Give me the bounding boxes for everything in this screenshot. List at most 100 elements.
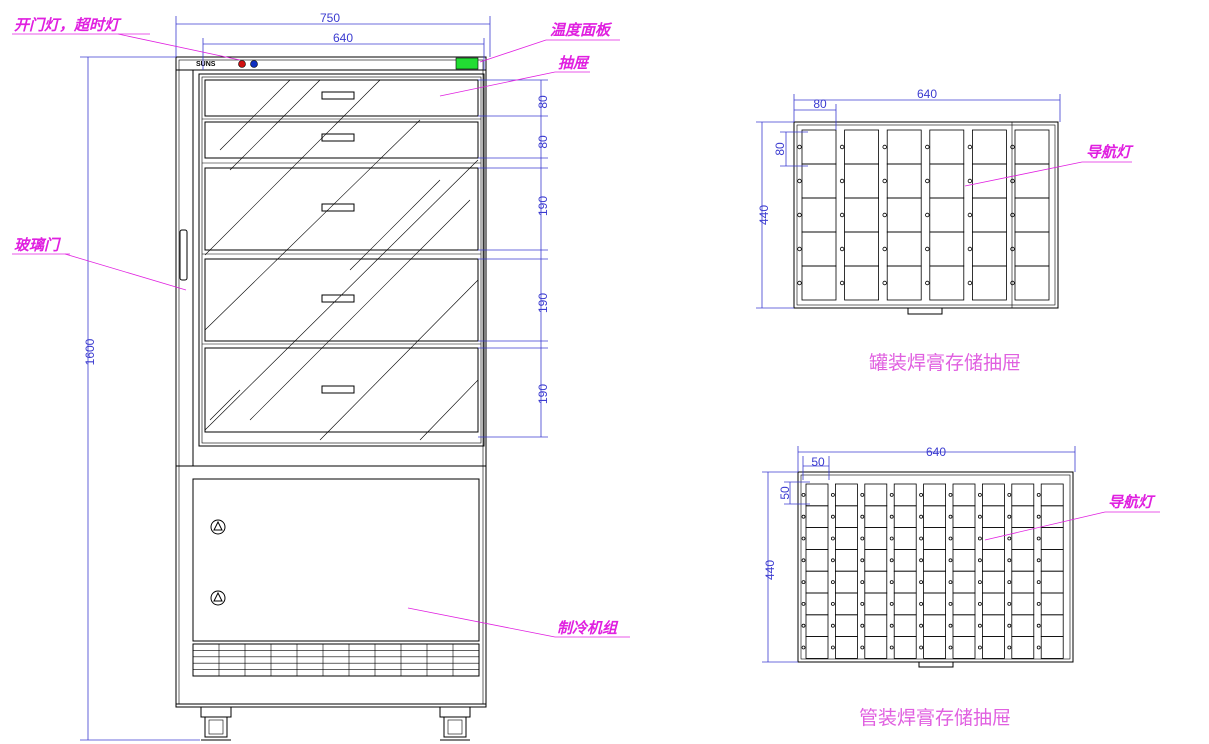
nav-light-icon [882,246,887,252]
tube-slot [864,636,888,659]
drawer-handle [321,385,355,394]
can-slot [844,163,879,199]
can-slot [801,129,837,165]
nav-light-icon [839,178,845,184]
tube-slot [952,505,976,528]
can-slot [844,265,879,301]
tube-slot [952,549,976,572]
tube-slot [952,483,976,507]
caption-tube-drawer: 管装焊膏存储抽屉 [859,706,1011,729]
tube-slot [1011,592,1035,616]
can-slot [972,197,1007,233]
temperature-panel [455,57,479,70]
nav-light-icon [801,492,806,497]
warning-triangle-icon [210,590,226,606]
nav-light-icon [889,602,894,606]
nav-light-icon [1010,178,1015,184]
tube-slot [835,483,858,507]
tube-slot [952,570,976,594]
dim-drawer-5: 190 [536,384,550,404]
nav-light-icon [967,144,973,150]
nav-light-icon [1007,645,1012,650]
label-drawer: 抽屉 [558,54,590,72]
nav-light-icon [860,492,865,497]
dim-height: 1600 [83,338,97,365]
drawer-1 [204,79,479,117]
can-slot [886,163,922,199]
tube-slot [952,614,976,637]
nav-light-icon [1036,558,1041,563]
nav-light-icon [1036,580,1041,584]
nav-light-icon [948,492,953,497]
tube-slot [805,592,829,616]
nav-light-icon [801,623,806,628]
tube-slot [805,570,829,594]
nav-light-icon [967,212,973,218]
tube-slot [805,614,829,637]
tube-slot [982,614,1005,637]
nav-light-icon [801,536,806,541]
tube-slot [864,549,888,572]
tube-slot [835,614,858,637]
tube-slot [835,592,858,616]
label-nav-light-2: 导航灯 [1108,493,1156,511]
nav-light-icon [839,280,845,286]
nav-light-icon [948,580,953,584]
nav-light-icon [925,280,930,286]
nav-light-icon [839,144,845,150]
dim-tube-depth: 440 [763,560,777,580]
label-lights: 开门灯，超时灯 [14,16,122,34]
nav-light-icon [1010,144,1015,150]
dim-tube-cell: 50 [811,455,825,469]
nav-light-icon [831,514,835,519]
dim-drawer-4: 190 [536,293,550,313]
nav-light-icon [1007,536,1012,541]
dim-can-depth: 440 [757,205,771,225]
tube-slot [864,614,888,637]
nav-light-icon [860,514,865,519]
nav-light-icon [889,558,894,563]
tube-slot [923,592,946,616]
drawer-handle [321,133,355,142]
nav-light-icon [967,246,973,252]
can-drawer-outline [793,121,1059,309]
label-temp-panel: 温度面板 [550,21,613,39]
can-slot [801,197,837,233]
nav-light-icon [919,536,923,541]
nav-light-icon [919,645,923,650]
can-slot [972,231,1007,267]
nav-light-icon [978,645,982,650]
tube-slot [1040,549,1064,572]
nav-light-icon [797,144,802,150]
glass-door [198,73,485,447]
can-slot [886,197,922,233]
can-slot [1014,265,1050,301]
tube-slot [805,549,829,572]
nav-light-icon [1007,492,1012,497]
nav-light-icon [801,602,806,606]
tube-slot [952,527,976,550]
tube-slot [982,549,1005,572]
nav-light-icon [925,246,930,252]
nav-light-icon [831,602,835,606]
caster-wheel-left [200,706,232,741]
nav-light-icon [978,623,982,628]
nav-light-icon [1036,492,1041,497]
nav-light-icon [978,514,982,519]
cabinet-body [175,56,487,708]
dim-drawer-2: 80 [536,135,550,149]
nav-light-icon [801,580,806,584]
nav-light-icon [1010,246,1015,252]
tube-slot [835,505,858,528]
nav-light-icon [1036,645,1041,650]
tube-slot [982,483,1005,507]
tube-slot [893,527,917,550]
nav-light-icon [831,492,835,497]
can-slot [801,265,837,301]
dim-can-cell: 80 [813,97,827,111]
tube-slot [952,592,976,616]
label-glass-door: 玻璃门 [14,236,62,254]
tube-slot [835,549,858,572]
can-slot [844,231,879,267]
